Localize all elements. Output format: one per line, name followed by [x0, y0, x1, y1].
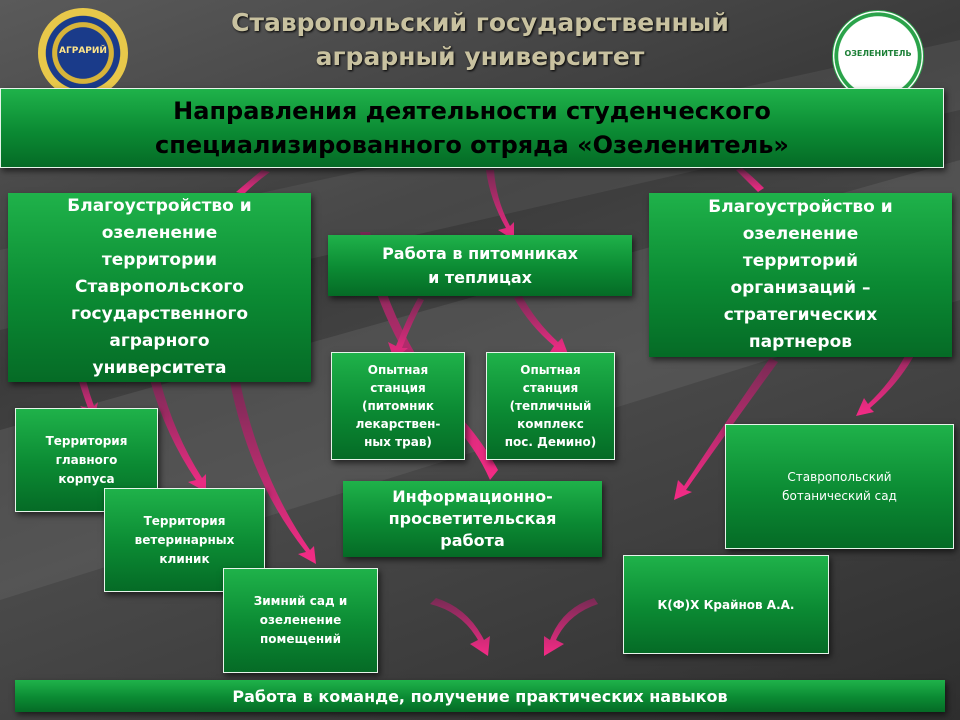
page-title: Направления деятельности студенческого с…	[0, 88, 944, 168]
title-line: Направления деятельности студенческого	[173, 97, 771, 125]
branch-text: аграрного	[109, 331, 210, 351]
branch-text: Ставропольского	[75, 277, 244, 297]
branch-text: озеленение	[101, 223, 218, 243]
info-text: работа	[440, 531, 505, 550]
branch-partners-landscaping: Благоустройство и озеленение территорий …	[649, 193, 952, 357]
arrow	[388, 298, 424, 360]
station-text: ных трав)	[364, 435, 432, 449]
branch-text: Работа в питомниках	[382, 243, 578, 263]
station-text: станция	[370, 381, 426, 395]
station-text: станция	[522, 381, 579, 395]
territory-text: Территория	[143, 513, 226, 528]
arrow	[514, 296, 568, 354]
partner-text: К(Ф)Х Крайнов А.А.	[657, 597, 795, 612]
branch-university-landscaping: Благоустройство и озеленение территории …	[8, 193, 311, 382]
footer-text: Работа в команде, получение практических…	[232, 686, 728, 706]
info-text: просветительская	[388, 509, 557, 528]
branch-text: территорий	[742, 251, 859, 271]
arrow	[486, 170, 514, 240]
territory-text: Территория	[45, 433, 128, 448]
territory-vet-clinics: Территория ветеринарных клиник	[104, 488, 265, 592]
info-text: Информационно-	[392, 487, 553, 506]
arrow	[236, 170, 270, 194]
branch-text: партнеров	[748, 332, 853, 352]
station-text: комплекс	[517, 417, 584, 431]
agrarian-logo: АГРАРИЙ	[38, 8, 128, 98]
branch-text: Благоустройство и	[708, 197, 893, 217]
branch-text: стратегических	[723, 305, 878, 325]
station-text: лекарствен-	[355, 417, 441, 431]
partner-text: ботанический сад	[782, 488, 897, 503]
branch-educational-work: Информационно- просветительская работа	[343, 481, 602, 557]
territory-main-building: Территория главного корпуса	[15, 408, 158, 512]
territory-text: Зимний сад и	[253, 594, 348, 608]
footer-banner: Работа в команде, получение практических…	[15, 680, 945, 712]
partner-botanical-garden: Ставропольский ботанический сад	[725, 424, 954, 549]
station-text: (питомник	[361, 399, 435, 413]
university-name: Ставропольский государственный аграрный …	[150, 6, 810, 74]
branch-text: университета	[92, 358, 227, 378]
university-line: Ставропольский государственный	[231, 8, 729, 37]
station-medicinal-nursery: Опытная станция (питомник лекарствен- ны…	[331, 352, 465, 460]
arrow	[150, 380, 206, 492]
partner-text: Ставропольский	[787, 469, 892, 484]
station-text: Опытная	[367, 363, 429, 377]
branch-text: организаций –	[730, 278, 871, 298]
station-text: Опытная	[520, 363, 581, 377]
territory-text: озеленение	[259, 613, 342, 627]
territory-winter-garden: Зимний сад и озеленение помещений	[223, 568, 378, 673]
territory-text: главного	[55, 452, 118, 467]
arrow	[430, 598, 490, 656]
logo-text: АГРАРИЙ	[59, 46, 107, 56]
logo-text: ОЗЕЛЕНИТЕЛЬ	[844, 49, 912, 58]
branch-text: Благоустройство и	[67, 196, 252, 216]
station-greenhouse-complex: Опытная станция (тепличный комплекс пос.…	[486, 352, 615, 460]
partner-farm: К(Ф)Х Крайнов А.А.	[623, 555, 829, 654]
arrow	[230, 382, 316, 564]
station-text: пос. Демино)	[504, 435, 597, 449]
title-line: специализированного отряда «Озеленитель»	[155, 131, 789, 159]
territory-text: клиник	[159, 551, 210, 566]
branch-text: озеленение	[742, 224, 859, 244]
station-text: (тепличный	[509, 399, 592, 413]
territory-text: ветеринарных	[134, 532, 235, 547]
branch-text: территории	[101, 250, 218, 270]
branch-nurseries-greenhouses: Работа в питомниках и теплицах	[328, 235, 632, 296]
arrow	[736, 168, 764, 192]
ozelenitel-logo: ОЗЕЛЕНИТЕЛЬ	[832, 10, 924, 102]
arrow	[544, 598, 598, 656]
university-line: аграрный университет	[315, 42, 645, 71]
branch-text: государственного	[70, 304, 249, 324]
branch-text: и теплицах	[428, 267, 532, 287]
territory-text: корпуса	[58, 471, 115, 486]
territory-text: помещений	[259, 632, 341, 646]
